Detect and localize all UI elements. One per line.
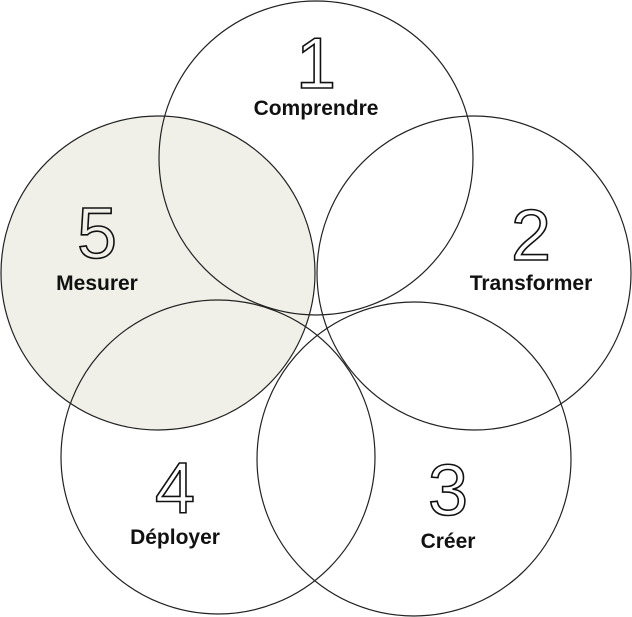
step-1-label: Comprendre xyxy=(254,97,379,120)
step-5-circle xyxy=(0,115,316,431)
step-5-highlight-fill xyxy=(1,116,315,430)
step-3-number: 3 xyxy=(428,451,468,531)
step-3-label: Créer xyxy=(421,530,476,553)
step-1-circle xyxy=(158,0,474,316)
step-4-label: Déployer xyxy=(130,526,220,549)
step-2-circle xyxy=(316,115,632,431)
step-1-number: 1 xyxy=(296,24,336,104)
step-2-label: Transformer xyxy=(470,272,593,295)
step-2-number: 2 xyxy=(511,196,551,276)
step-5-number: 5 xyxy=(77,194,117,274)
step-5-label: Mesurer xyxy=(56,272,138,295)
step-4-number: 4 xyxy=(155,449,195,529)
step-4-circle xyxy=(60,299,376,615)
step-3-circle xyxy=(256,301,572,617)
